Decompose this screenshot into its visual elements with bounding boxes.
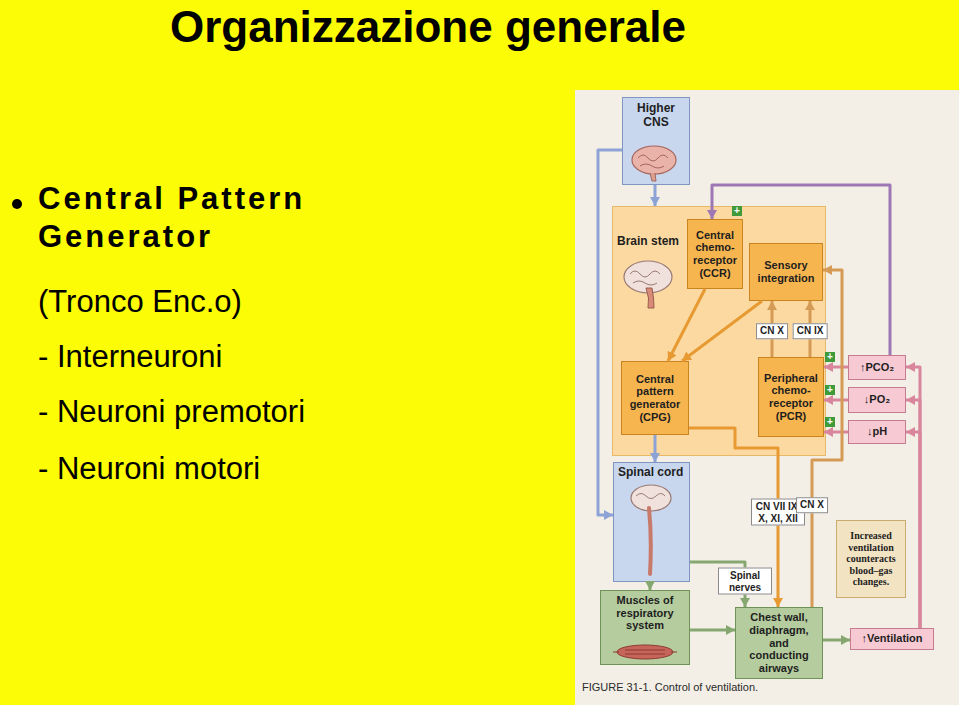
bullet-note: (Tronco Enc.o) <box>38 283 458 321</box>
slide-text: - Neuroni motori <box>38 450 458 488</box>
slide-text: (Tronco Enc.o) <box>38 283 458 321</box>
connector-arrow <box>668 289 705 361</box>
nerve-label: CN IX <box>793 323 828 339</box>
generator-box: Central pattern generator (CPG) <box>621 361 689 435</box>
plus-text: + <box>827 385 833 395</box>
connector-arrow <box>824 431 848 434</box>
plus-sign: + <box>732 206 742 216</box>
connector-arrow <box>654 435 657 462</box>
slide-text: Central Pattern Generator <box>38 180 428 256</box>
nerve-label: Spinal nerves <box>718 568 772 595</box>
connector-arrow <box>690 629 735 632</box>
receptor-box: Peripheral chemo- receptor (PCR) <box>758 357 824 437</box>
slide-title: Organizzazione generale <box>170 2 686 52</box>
slide-text: - Interneuroni <box>38 338 458 376</box>
receptor-box: Central chemo- receptor (CCR) <box>687 219 743 289</box>
bullet-heading: Central Pattern Generator <box>38 180 428 256</box>
cns-box: Higher CNS <box>622 97 690 185</box>
node-label: ↓pH <box>867 425 887 438</box>
connector-arrow <box>906 367 920 628</box>
edge-label: CN X <box>760 325 784 337</box>
connector-arrow <box>824 399 848 402</box>
plus-sign: + <box>825 417 835 427</box>
connector-arrow <box>598 150 622 515</box>
blood-gas-box: ↓PO₂ <box>848 387 906 413</box>
edge-label: CN X <box>800 499 824 511</box>
output-box: ↑Ventilation <box>850 628 934 650</box>
node-label: Increased ventilation counteracts blood–… <box>841 530 901 588</box>
connector-arrow <box>823 639 850 642</box>
node-label: Spinal cord <box>618 466 683 480</box>
node-label: Higher CNS <box>627 102 685 130</box>
plus-sign: + <box>825 352 835 362</box>
edge-label: Spinal nerves <box>722 570 768 593</box>
spinal-cord-box: Spinal cord <box>613 462 690 582</box>
spinal-cord-icon <box>631 485 671 574</box>
edge-label: CN VII IX, X, XI, XII <box>755 501 801 524</box>
node-label: Chest wall, diaphragm, and conducting ai… <box>740 611 818 674</box>
node-label: Muscles of respiratory system <box>605 594 685 632</box>
node-label: Sensory integration <box>754 259 818 284</box>
figure-panel <box>575 90 959 705</box>
effector-box: Chest wall, diaphragm, and conducting ai… <box>735 607 823 679</box>
muscle-icon <box>613 645 677 659</box>
node-label: ↑Ventilation <box>861 632 922 645</box>
figure-caption: FIGURE 31-1. Control of ventilation. <box>582 680 758 694</box>
process-box: Sensory integration <box>749 243 823 301</box>
node-label: Central chemo- receptor (CCR) <box>692 229 738 280</box>
nerve-label: CN X <box>796 497 828 513</box>
plus-text: + <box>734 206 740 216</box>
brain-icon <box>632 146 676 181</box>
edge-label: CN IX <box>797 325 824 337</box>
node-label: Peripheral chemo- receptor (PCR) <box>763 372 819 423</box>
blood-gas-box: ↓pH <box>848 420 906 444</box>
node-label: Central pattern generator (CPG) <box>626 373 684 424</box>
title-text: Organizzazione generale <box>170 2 686 52</box>
plus-text: + <box>827 417 833 427</box>
connector-arrow <box>682 301 762 361</box>
brain-stem-icon <box>624 261 672 308</box>
effector-box: Muscles of respiratory system <box>600 590 690 665</box>
node-label: ↑PCO₂ <box>860 361 894 374</box>
plus-text: + <box>827 352 833 362</box>
connector-arrow <box>654 185 657 206</box>
list-item: - Neuroni premotori <box>38 393 458 431</box>
slide-text: - Neuroni premotori <box>38 393 458 431</box>
connector-arrow <box>649 582 652 590</box>
connector-arrow <box>906 400 920 628</box>
node-label: ↓PO₂ <box>864 393 890 406</box>
connector-arrow <box>712 185 890 355</box>
bullet-dot <box>12 199 22 209</box>
blood-gas-box: ↑PCO₂ <box>848 355 906 380</box>
caption-text: FIGURE 31-1. Control of ventilation. <box>582 680 758 694</box>
connector-arrow <box>906 432 920 628</box>
connector-arrow <box>812 270 842 607</box>
plus-sign: + <box>825 385 835 395</box>
nerve-label: CN X <box>756 323 788 339</box>
list-item: - Neuroni motori <box>38 450 458 488</box>
note-box: Increased ventilation counteracts blood–… <box>836 520 906 598</box>
node-label: Brain stem <box>617 235 679 249</box>
list-item: - Interneuroni <box>38 338 458 376</box>
connector-arrow <box>824 366 848 369</box>
